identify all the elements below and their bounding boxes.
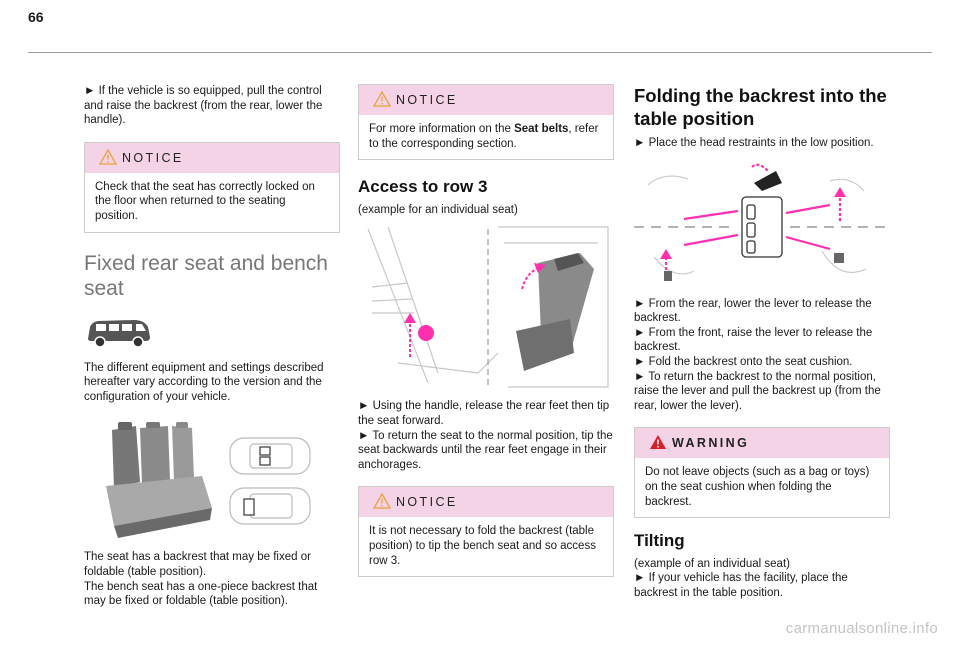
section-title-tilting: Tilting xyxy=(634,531,685,551)
bench-text-2: The bench seat has a one-piece backrest … xyxy=(84,580,318,608)
section-title-access-row3: Access to row 3 xyxy=(358,177,488,197)
notice-text: It is not necessary to fold the backrest… xyxy=(369,525,596,567)
backrest-fold-illustration xyxy=(634,160,890,291)
warning-triangle-icon xyxy=(650,435,666,450)
bench-seat-illustration xyxy=(84,420,340,541)
notice-triangle-icon xyxy=(99,148,117,165)
van-icon xyxy=(88,319,150,348)
column-2: NOTICE For more information on the Seat … xyxy=(358,84,614,578)
tilt-example: (example of an individual seat) xyxy=(634,557,790,570)
notice-box-1: NOTICE Check that the seat has correctly… xyxy=(84,141,340,233)
equipment-text: The different equipment and settings des… xyxy=(84,361,324,403)
warning-title: WARNING xyxy=(672,436,750,451)
notice-text: Check that the seat has correctly locked… xyxy=(95,180,315,222)
tilt-step: ► If your vehicle has the facility, plac… xyxy=(634,572,848,599)
notice-triangle-icon xyxy=(373,91,391,107)
fold-step-2: ► From the front, raise the lever to rel… xyxy=(634,326,873,354)
fold-step-3: ► Fold the backrest onto the seat cushio… xyxy=(634,355,853,368)
intro-text: ► If the vehicle is so equipped, pull th… xyxy=(84,85,323,127)
seat-belts-link[interactable]: Seat belts xyxy=(514,123,569,135)
seat-tip-illustration xyxy=(358,223,614,394)
fold-step-0: ► Place the head restraints in the low p… xyxy=(634,137,874,149)
notice-title: NOTICE xyxy=(122,150,184,165)
column-1: ► If the vehicle is so equipped, pull th… xyxy=(84,84,340,609)
section-title-fold-backrest: Folding the backrest into the table posi… xyxy=(634,85,887,129)
notice-text-suffix: , refer to the corresponding section. xyxy=(369,123,599,150)
notice-triangle-icon xyxy=(373,493,391,509)
warning-text: Do not leave objects (such as a bag or t… xyxy=(645,466,870,508)
header-rule xyxy=(28,52,932,53)
notice-title: NOTICE xyxy=(396,495,458,510)
watermark: carmanualsonline.info xyxy=(785,620,938,637)
bench-text-1: The seat has a backrest that may be fixe… xyxy=(84,551,311,578)
access-step-2: ► To return the seat to the normal posit… xyxy=(358,429,613,471)
notice-text-prefix: For more information on the xyxy=(369,123,515,135)
access-example: (example for an individual seat) xyxy=(358,203,518,216)
notice-title: NOTICE xyxy=(396,93,458,107)
fold-step-1: ► From the rear, lower the lever to rele… xyxy=(634,297,872,325)
warning-box: WARNING Do not leave objects (such as a … xyxy=(634,427,890,519)
page-number: 66 xyxy=(28,9,44,25)
notice-box-seatbelts: NOTICE For more information on the Seat … xyxy=(358,84,614,161)
notice-box-row3: NOTICE It is not necessary to fold the b… xyxy=(358,486,614,578)
access-step-1: ► Using the handle, release the rear fee… xyxy=(358,400,610,427)
section-title-fixed-seat: Fixed rear seat and bench seat xyxy=(84,251,328,300)
column-3: Folding the backrest into the table posi… xyxy=(634,84,890,601)
fold-step-4: ► To return the backrest to the normal p… xyxy=(634,370,881,412)
